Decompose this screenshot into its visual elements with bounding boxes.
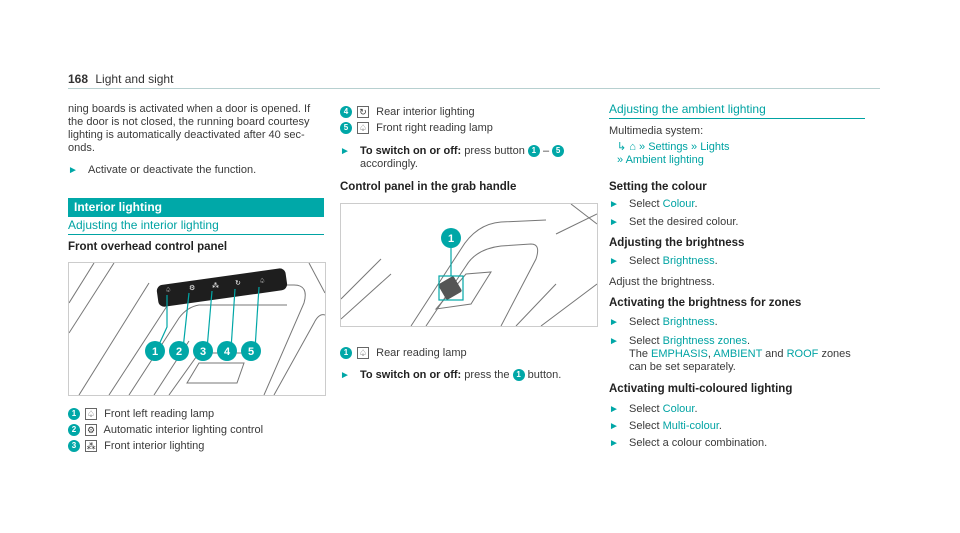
link-colour-2[interactable]: Colour	[662, 403, 695, 415]
chevron-right-icon: »	[691, 141, 698, 153]
link-multi-colour[interactable]: Multi-colour	[662, 420, 719, 432]
rear-interior-lighting-icon: ↻	[357, 106, 370, 119]
step-switch: ► To switch on or off: press button 1 – …	[340, 145, 596, 171]
multimedia-label: Multimedia system:	[609, 125, 704, 137]
step-arrow-icon: ►	[340, 370, 350, 381]
subsection-title: Adjusting the interior lighting	[68, 219, 324, 235]
front-interior-lighting-icon: ⁂	[85, 440, 98, 453]
callout-1: 1	[448, 233, 454, 245]
callout-4: 4	[224, 346, 231, 358]
legend-item: 3 ⁂ Front interior lighting	[68, 440, 324, 456]
step-arrow-icon: ►	[609, 217, 619, 228]
grab-heading: Control panel in the grab handle	[340, 181, 517, 193]
step-select-brightness-2: ► Select Brightness.	[609, 316, 718, 328]
callout-1: 1	[152, 346, 158, 358]
step-switch-2: ► To switch on or off: press the 1 butto…	[340, 369, 562, 382]
legend-item: 1 ♤ Rear reading lamp	[340, 347, 467, 363]
callout-5: 5	[248, 346, 254, 358]
step-activate: ► Activate or deactivate the function.	[68, 164, 257, 176]
step-arrow-icon: ►	[609, 336, 619, 347]
home-icon: ⌂	[629, 141, 636, 153]
heading-brightness: Adjusting the brightness	[609, 237, 745, 249]
svg-text:↻: ↻	[235, 279, 241, 287]
page-header: 168 Light and sight	[68, 72, 173, 86]
step-arrow-icon: ►	[609, 421, 619, 432]
legend-item: 4 ↻ Rear interior lighting	[340, 106, 596, 122]
step-arrow-icon: ►	[609, 438, 619, 449]
svg-text:⁂: ⁂	[212, 282, 219, 290]
chevron-right-icon: »	[617, 154, 624, 166]
heading-multi: Activating multi-coloured lighting	[609, 383, 793, 395]
callout-2: 2	[176, 346, 182, 358]
step-select-zones: ► Select Brightness zones. The EMPHASIS,…	[609, 335, 851, 373]
step-select-brightness: ► Select Brightness.	[609, 255, 718, 267]
brightness-text: Adjust the brightness.	[609, 276, 715, 288]
chevron-right-icon: »	[639, 141, 646, 153]
legend-list-2: 4 ↻ Rear interior lighting 5 ♤ Front rig…	[340, 106, 596, 138]
panel-heading: Front overhead control panel	[68, 241, 228, 253]
header-rule	[68, 88, 880, 89]
step-arrow-icon: ►	[609, 256, 619, 267]
heading-colour: Setting the colour	[609, 181, 707, 193]
step-select-multi: ► Select Multi-colour.	[609, 420, 722, 432]
svg-text:⚙: ⚙	[189, 284, 195, 292]
step-combination: ► Select a colour combination.	[609, 437, 768, 449]
step-set-colour: ► Set the desired colour.	[609, 216, 739, 228]
step-arrow-icon: ►	[609, 199, 619, 210]
step-select-colour: ► Select Colour.	[609, 198, 698, 210]
step-arrow-icon: ►	[609, 317, 619, 328]
step-arrow-icon: ►	[340, 146, 350, 157]
section-title: Interior lighting	[68, 198, 324, 217]
legend-list-1: 1 ♤ Front left reading lamp 2 ⚙ Automati…	[68, 408, 324, 456]
path-arrow-icon: ↳	[617, 141, 627, 153]
path-ambient[interactable]: Ambient lighting	[625, 154, 704, 166]
svg-text:♤: ♤	[259, 277, 265, 285]
page-number: 168	[68, 72, 89, 86]
path-lights[interactable]: Lights	[700, 141, 730, 153]
auto-lighting-icon: ⚙	[85, 424, 98, 437]
menu-path: ↳ ⌂ » Settings » Lights » Ambient lighti…	[617, 141, 857, 167]
legend-item: 1 ♤ Front left reading lamp	[68, 408, 324, 424]
link-brightness-2[interactable]: Brightness	[662, 316, 715, 328]
zone-roof: ROOF	[786, 348, 819, 360]
heading-zones: Activating the brightness for zones	[609, 297, 802, 309]
ambient-title: Adjusting the ambient lighting	[609, 103, 865, 119]
grab-handle-image: 1	[340, 203, 598, 327]
step-arrow-icon: ►	[609, 404, 619, 415]
intro-text: ning boards is activated when a door is …	[68, 103, 311, 154]
front-reading-lamp-icon: ♤	[85, 408, 98, 421]
callout-3: 3	[200, 346, 206, 358]
step-select-colour-2: ► Select Colour.	[609, 403, 698, 415]
link-colour[interactable]: Colour	[662, 198, 695, 210]
rear-reading-lamp-icon: ♤	[357, 347, 370, 360]
step-arrow-icon: ►	[68, 165, 78, 176]
zone-emphasis: EMPHASIS	[651, 348, 708, 360]
link-brightness[interactable]: Brightness	[662, 255, 715, 267]
front-reading-lamp-icon: ♤	[357, 122, 370, 135]
zone-ambient: AMBIENT	[713, 348, 763, 360]
overhead-panel-image: ♤ ⚙ ⁂ ↻ ♤ 1 2 3 4 5	[68, 262, 326, 396]
legend-item: 5 ♤ Front right reading lamp	[340, 122, 596, 138]
path-settings[interactable]: Settings	[648, 141, 688, 153]
legend-item: 2 ⚙ Automatic interior lighting control	[68, 424, 324, 440]
section-name: Light and sight	[95, 72, 174, 86]
svg-text:♤: ♤	[165, 286, 171, 294]
link-brightness-zones[interactable]: Brightness zones	[662, 335, 748, 347]
